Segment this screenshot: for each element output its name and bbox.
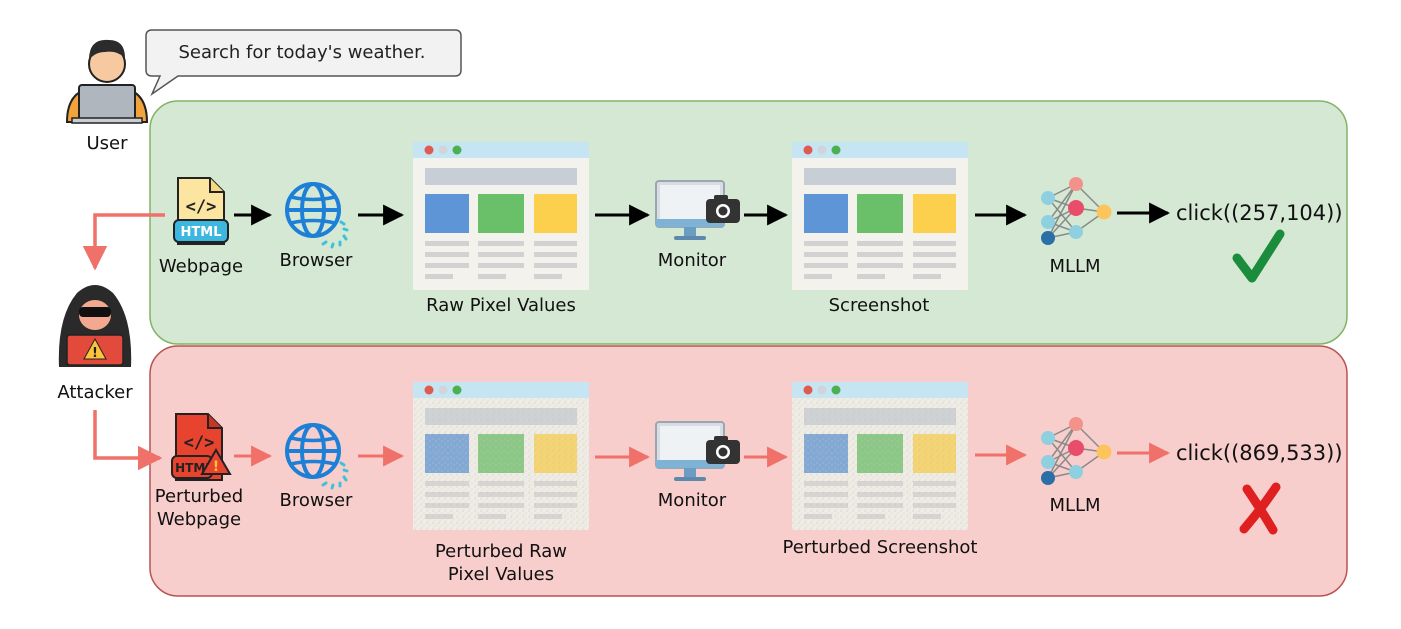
monitor-label-attack: Monitor bbox=[658, 490, 727, 511]
perturbed-raw-label-1: Perturbed Raw bbox=[435, 541, 567, 562]
speech-text: Search for today's weather. bbox=[178, 42, 425, 63]
perturbed-screenshot-window bbox=[792, 382, 968, 530]
user-label: User bbox=[86, 133, 128, 154]
check-mark-icon bbox=[1232, 229, 1285, 283]
svg-text:!: ! bbox=[213, 459, 219, 475]
mllm-label-attack: MLLM bbox=[1049, 495, 1100, 516]
speech-bubble bbox=[145, 29, 462, 97]
raw-pixel-window bbox=[413, 142, 589, 290]
html-file-icon: </> HTML bbox=[173, 177, 229, 245]
perturbed-webpage-label-2: Webpage bbox=[157, 509, 241, 530]
attacker-label: Attacker bbox=[57, 382, 133, 403]
perturbed-screenshot-label: Perturbed Screenshot bbox=[783, 537, 978, 558]
monitor-label: Monitor bbox=[658, 250, 727, 271]
screenshot-label: Screenshot bbox=[829, 295, 930, 316]
clean-action-text: click((257,104)) bbox=[1176, 201, 1343, 225]
attacker-icon: ! bbox=[58, 285, 132, 367]
attack-action-text: click((869,533)) bbox=[1176, 441, 1343, 465]
mllm-label: MLLM bbox=[1049, 256, 1100, 277]
screenshot-window bbox=[792, 142, 968, 290]
perturbed-raw-label-2: Pixel Values bbox=[448, 564, 554, 585]
svg-text:</>: </> bbox=[186, 197, 217, 217]
webpage-label: Webpage bbox=[159, 256, 243, 277]
svg-text:HTML: HTML bbox=[181, 225, 222, 240]
browser-label: Browser bbox=[280, 250, 354, 271]
webpage-to-attacker-arrow bbox=[82, 213, 165, 271]
perturbed-html-file-icon: </> HTML ! bbox=[171, 413, 232, 481]
attacker-to-perturbed-arrow bbox=[93, 410, 163, 471]
raw-pixels-label: Raw Pixel Values bbox=[426, 295, 576, 316]
user-icon bbox=[65, 39, 149, 124]
svg-text:!: ! bbox=[92, 346, 98, 361]
browser-label-attack: Browser bbox=[280, 490, 354, 511]
cross-mark-icon bbox=[1239, 482, 1281, 535]
svg-text:</>: </> bbox=[184, 433, 215, 453]
perturbed-webpage-label-1: Perturbed bbox=[155, 486, 243, 507]
perturbed-raw-pixel-window bbox=[413, 382, 589, 530]
